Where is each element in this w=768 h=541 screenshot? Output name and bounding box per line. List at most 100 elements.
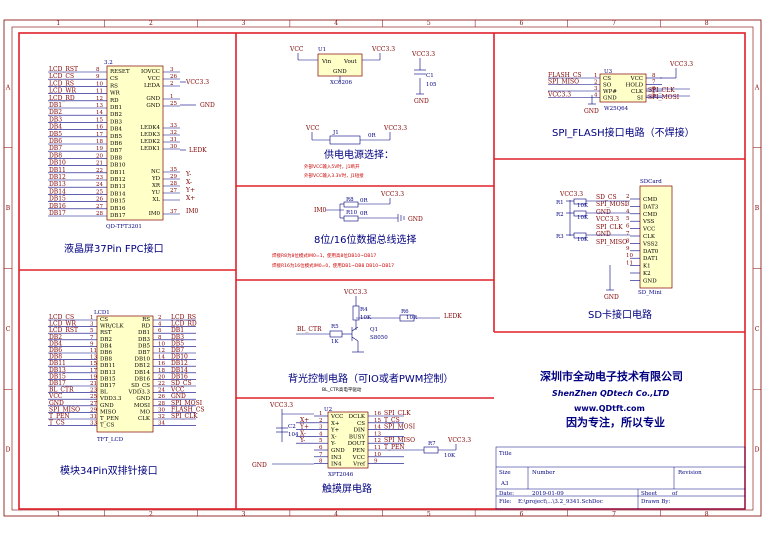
fpc37-right-pin-label: IM0 (149, 211, 161, 217)
fpc37-left-pin-label: DB2 (110, 112, 122, 118)
touch-left-pin-num: 7 (319, 452, 323, 458)
touch-right-net: SPI_MOSI (384, 424, 416, 431)
hdr34-left-net: DB8 (49, 354, 62, 361)
border-col-bottom-8: 8 (705, 511, 709, 518)
touch-right-pin-label: Vref (352, 462, 366, 468)
tb-number-label: Number (532, 470, 555, 476)
touch-right-pin-num: 12 (374, 438, 381, 444)
touch-left-pin-label: VCC (330, 414, 343, 420)
touch-left-pin-label: X+ (331, 421, 340, 427)
bl-ctr: BL_CTR (297, 326, 322, 333)
u3-gnd: GND (584, 108, 599, 115)
hdr34-right-pin-num: 6 (158, 328, 162, 334)
hdr34-left-pin-label: DB8 (100, 357, 112, 363)
border-col-bottom-6: 6 (520, 511, 524, 518)
touch-right-pin-num: 11 (374, 445, 381, 451)
fpc37-left-net: DB8 (49, 152, 62, 159)
fpc37-right-pin-label: LEDA (144, 83, 161, 89)
fpc37-left-net: DB1 (49, 102, 62, 109)
hdr34-left-pin-num: 25 (90, 394, 97, 400)
fpc37-left-net: DB7 (49, 145, 62, 152)
hdr34-right-pin-num: 10 (158, 341, 165, 347)
border-col-bottom-7: 7 (612, 511, 616, 518)
border-col-top-6: 6 (520, 20, 524, 27)
fpc37-left-pin-num: 17 (96, 132, 103, 138)
u2-part: XPT2046 (328, 472, 354, 478)
fpc37-left-pin-num: 27 (96, 204, 103, 210)
power-vcc33-out: VCC3.3 (371, 46, 395, 53)
hdr34-right-pin-label: DB12 (135, 363, 150, 369)
fpc37-net-im0: IM0 (186, 208, 199, 215)
company-slogan: 因为专注，所以专业 (566, 415, 665, 429)
fpc37-right-pin-label: XR (152, 183, 161, 189)
tb-revision-label: Revision (678, 470, 702, 476)
company-name-cn: 深圳市全动电子技术有限公司 (540, 369, 683, 383)
fpc37-left-pin-label: DB5 (110, 134, 122, 140)
hdr34-left-net: GND (49, 400, 64, 407)
backlight-caption: 背光控制电路（可IO或者PWM控制） (288, 372, 453, 385)
fpc37-left-pin-label: DB7 (110, 148, 122, 154)
fpc37-left-pin-label: DB15 (110, 199, 126, 205)
fpc37-left-net: DB16 (49, 203, 66, 210)
fpc37-right-pin-num: 27 (170, 188, 177, 194)
touch-right-pin-num: 14 (374, 425, 381, 431)
hdr34-left-pin-num: 13 (90, 355, 97, 361)
hdr34-right-pin-num: 2 (158, 315, 162, 321)
fpc37-left-pin-label: DB16 (110, 206, 126, 212)
hdr34-left-net: LCD_WR (49, 321, 77, 328)
sdcard-pin-label: GND (643, 278, 657, 284)
hdr34-left-pin-label: CS (100, 317, 108, 323)
hdr34-left-net: DB15 (49, 373, 66, 380)
section-boxes (18, 32, 746, 510)
fpc37-left-pin-label: DB12 (110, 177, 125, 183)
sdcard-pin-num: 7 (626, 231, 630, 237)
hdr34-right-net: DB12 (171, 360, 188, 367)
touch-left-pin-num: 1 (319, 411, 323, 417)
touch-left-net: Y- (299, 437, 305, 444)
fpc37-left-pin-num: 25 (96, 189, 103, 195)
sdcard-pin-label: VSS2 (642, 241, 658, 247)
fpc37-left-pin-label: DB4 (110, 127, 122, 133)
hdr34-right-pin-num: 14 (158, 355, 165, 361)
border-col-top-8: 8 (705, 20, 709, 27)
spiflash-right-pin-label: SI (637, 96, 643, 102)
touch-right-pin-num: 15 (374, 418, 381, 424)
sd-gnd: GND (604, 294, 619, 301)
fpc37-right-pin-num: 32 (170, 130, 177, 136)
hdr34-left-net: BL_CTR (49, 387, 74, 394)
u1-pin-gnd: GND (333, 69, 347, 75)
hdr34-left-pin-label: DB15 (100, 376, 116, 382)
hdr34-left-pin-num: 11 (90, 348, 97, 354)
r4-ref: R4 (360, 307, 368, 313)
hdr34-left-pin-num: 29 (90, 407, 97, 413)
touch-right-net: T_PEN (384, 444, 405, 451)
fpc37-left-net: LCD_RST (49, 66, 78, 73)
touch-vcc33: VCC3.3 (269, 402, 293, 409)
hdr34-left-pin-label: GND (100, 403, 114, 409)
border-row-left-B: B (6, 205, 11, 212)
hdr34-left-net: DB17 (49, 380, 66, 387)
touch-right-pin-num: 16 (374, 411, 381, 417)
border-col-bottom-3: 3 (242, 511, 246, 518)
hdr34-right-net: LCD_RD (171, 321, 197, 328)
bus-section: IM0 R8 0R R10 0R VCC3.3 GND 8位/16位数据总线选择… (272, 191, 423, 269)
tb-drawn-label: Drawn By: (641, 499, 670, 505)
hdr34-left-pin-num: 17 (90, 368, 97, 374)
border-col-top-3: 3 (242, 20, 246, 27)
border-col-bottom-4: 4 (334, 511, 338, 518)
touch-left-net: X+ (300, 417, 309, 424)
fpc37-right-pin-num: 28 (170, 181, 177, 187)
fpc37-left-net: DB2 (49, 109, 62, 116)
backlight-section: VCC3.3 R4 10K R6 10R LEDK BL_CTR R5 1K Q… (288, 289, 462, 393)
c1-ref: C1 (426, 73, 434, 79)
fpc37-right-pin-label: IOVCC (141, 69, 160, 75)
fpc37-left-pin-label: DB1 (110, 105, 122, 111)
fpc37-left-pin-num: 14 (96, 110, 103, 116)
fpc37-left-pin-label: DB17 (110, 213, 126, 219)
border-row-left-D: D (6, 447, 11, 454)
hdr34-left-pin-label: DB2 (100, 337, 112, 343)
spiflash-right-pin-num: 7 (652, 80, 656, 86)
fpc37-left-pin-num: 21 (96, 161, 103, 167)
